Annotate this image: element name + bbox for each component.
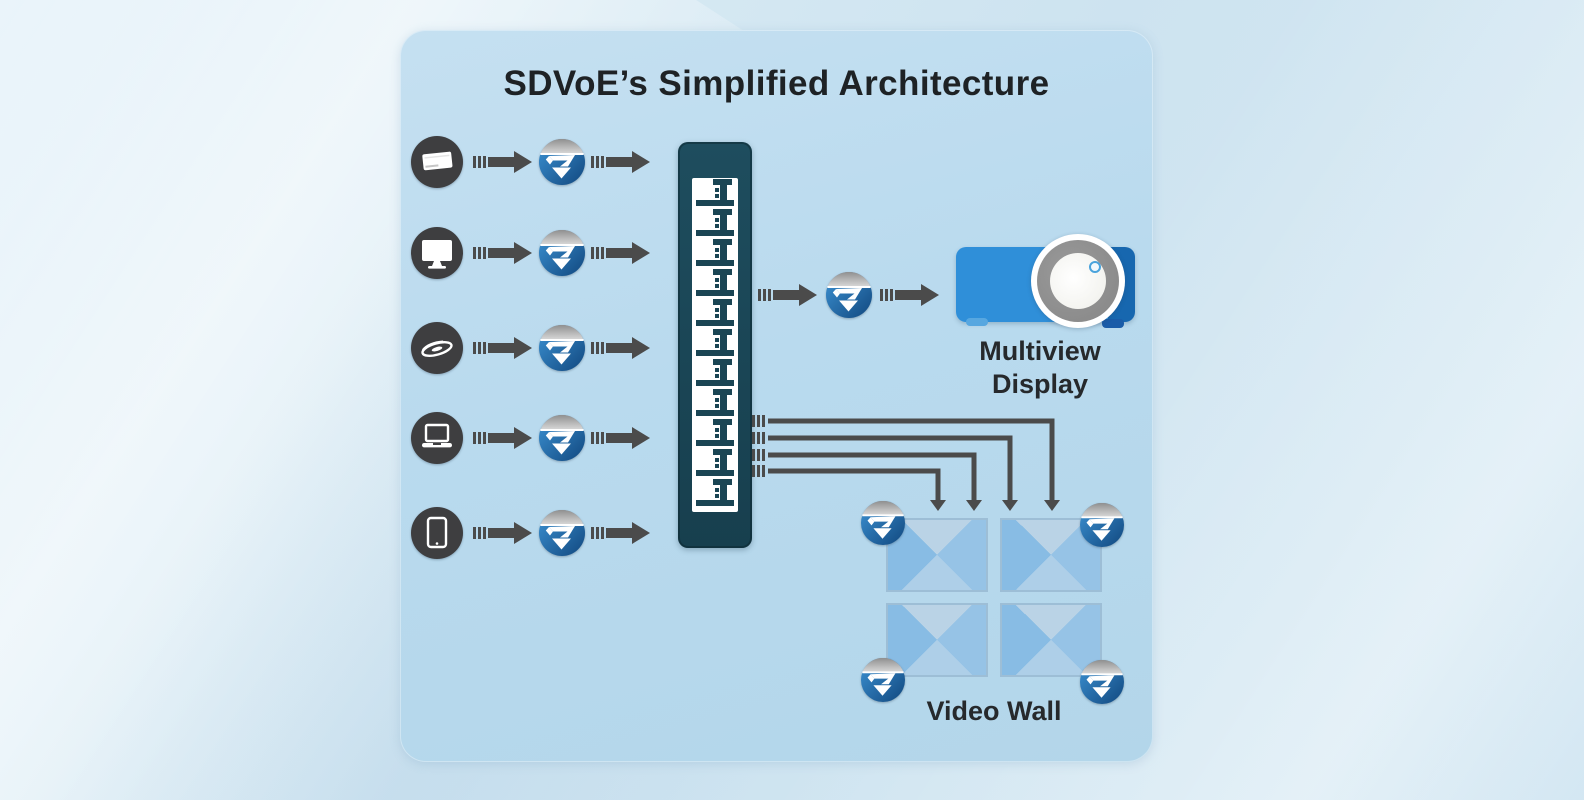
bluray-disc-icon	[411, 322, 463, 374]
videowall-tile	[1000, 603, 1102, 677]
videowall-tile	[1000, 518, 1102, 592]
video-wall-label: Video Wall	[926, 696, 1062, 726]
multiview-display-label: Multiview Display	[920, 335, 1160, 401]
multiview-label-line2: Display	[991, 368, 1089, 399]
projector-icon	[950, 230, 1145, 335]
videowall-tile	[886, 603, 988, 677]
tablet-icon	[411, 507, 463, 559]
media-player-icon	[411, 136, 463, 188]
source-row-bluray	[411, 322, 651, 374]
ethernet-switch-icon	[678, 142, 752, 548]
projector-lens	[1031, 234, 1125, 328]
source-row-monitor	[411, 227, 651, 279]
monitor-icon	[411, 227, 463, 279]
source-row-tablet	[411, 507, 651, 559]
source-row-laptop	[411, 412, 651, 464]
laptop-icon	[411, 412, 463, 464]
sdvoe-receiver-icon	[861, 501, 905, 545]
switch-port-strip	[692, 178, 738, 512]
multiview-label-line1: Multiview	[979, 336, 1101, 366]
source-row-media-player	[411, 136, 651, 188]
sdvoe-receiver-icon	[861, 658, 905, 702]
projector-foot	[966, 318, 988, 326]
diagram-title: SDVoE’s Simplified Architecture	[503, 64, 1050, 103]
sdvoe-receiver-icon	[1080, 660, 1124, 704]
sdvoe-receiver-icon	[1080, 503, 1124, 547]
videowall-feed-lines	[752, 415, 1060, 511]
projector-foot	[1102, 319, 1124, 328]
projector-lens-dot	[1089, 261, 1101, 273]
diagram-panel: SDVoE’s Simplified Architecture	[400, 30, 1153, 762]
